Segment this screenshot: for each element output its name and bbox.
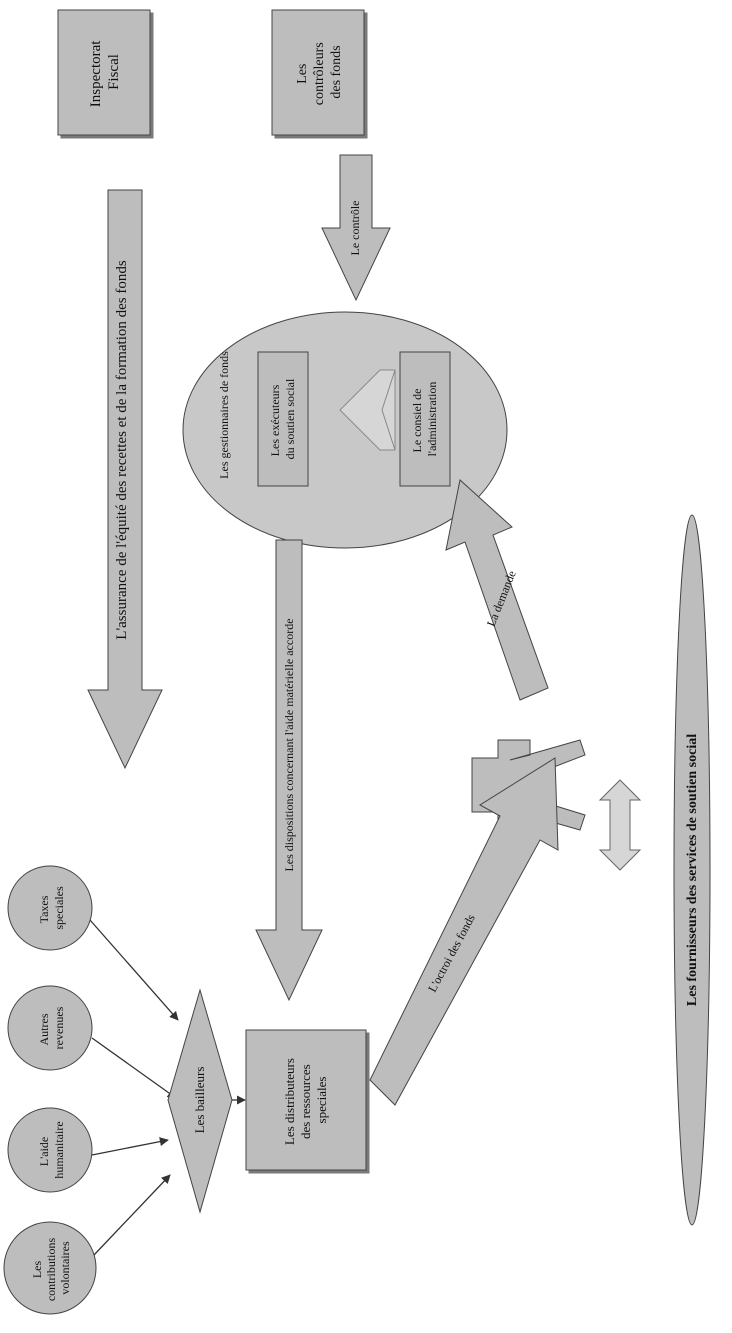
chevron-arrow <box>339 369 396 451</box>
distributeurs-label-2: des ressources <box>298 1064 313 1139</box>
fournisseurs-ellipse <box>673 514 711 1226</box>
aide-label-2: humanitaire <box>52 1121 66 1178</box>
svg-text:Les contributions volo: Les contributions volontaires <box>30 1235 72 1301</box>
svg-text:Inspectorat Fiscal: Inspectorat Fiscal <box>88 37 122 107</box>
inspectorat-label-1: Inspectorat <box>88 40 104 107</box>
taxes-label-1: Taxes <box>37 895 51 923</box>
aide-circle <box>7 1107 93 1193</box>
distributeurs-box <box>245 1029 367 1171</box>
assurance-arrow <box>87 189 163 770</box>
controle-arrow <box>321 154 391 302</box>
svg-text:Autres revenues: Autres revenues <box>37 1006 66 1049</box>
distributeurs-label-3: speciales <box>314 1077 329 1124</box>
svg-text:L'aide humanitaire: L'aide humanitaire <box>37 1121 66 1178</box>
connector-autres <box>91 1037 177 1099</box>
controleurs-label-3: des fonds <box>329 45 344 98</box>
autres-label-2: revenues <box>52 1006 66 1049</box>
fournisseurs-label: Les fournisseurs des services de soutien… <box>685 734 700 1006</box>
connector-aide <box>91 1137 169 1156</box>
inspectorat-label-2: Fiscal <box>106 54 122 90</box>
demande-arrow <box>445 479 549 701</box>
inspectorat-box <box>57 9 151 136</box>
conseil-label-2: l'administration <box>425 382 439 457</box>
controleurs-label-2: contrôleurs <box>312 42 327 105</box>
taxes-label-2: speciales <box>52 886 66 930</box>
contributions-label-1: Les <box>30 1261 44 1279</box>
contributions-label-3: volontaires <box>58 1241 72 1295</box>
contributions-label-2: contributions <box>44 1238 58 1302</box>
assurance-arrow-label: L'assurance de l'équité des recettes et … <box>114 260 130 640</box>
dispositions-arrow <box>255 539 323 1002</box>
executeurs-label-2: du soutien social <box>283 378 297 459</box>
svg-text:Le consiel de l'administra: Le consiel de l'administration <box>410 382 439 457</box>
autres-label-1: Autres <box>37 1013 51 1045</box>
svg-text:Les contrôleurs des fo: Les contrôleurs des fonds <box>295 39 344 105</box>
aide-label-1: L'aide <box>37 1137 51 1166</box>
double-arrow <box>598 779 642 871</box>
controleurs-box <box>271 9 365 136</box>
taxes-circle <box>7 865 93 951</box>
connector-taxes <box>89 919 179 1021</box>
conseil-box <box>399 351 451 487</box>
autres-circle <box>7 985 93 1071</box>
controle-arrow-label: Le contrôle <box>348 201 362 256</box>
controleurs-label-1: Les <box>295 64 310 84</box>
distributeurs-label-1: Les distributeurs <box>282 1058 297 1145</box>
svg-text:Taxes speciales: Taxes speciales <box>37 886 66 930</box>
octroi-arrow <box>369 757 559 1106</box>
bailleurs-diamond <box>167 988 233 1214</box>
executeurs-box <box>257 351 309 487</box>
bailleurs-label: Les bailleurs <box>192 1067 207 1134</box>
svg-text:Les exécuteurs du soutien: Les exécuteurs du soutien social <box>268 378 297 459</box>
dispositions-arrow-label: Les dispositions concernant l'aide matér… <box>282 618 296 871</box>
gestionnaires-label: Les gestionnaires de fonds <box>217 351 231 479</box>
contributions-circle <box>3 1221 97 1315</box>
connector-contributions <box>93 1174 171 1256</box>
executeurs-label-1: Les exécuteurs <box>268 384 282 456</box>
conseil-label-1: Le consiel de <box>410 389 424 453</box>
svg-text:Les distributeurs des ress: Les distributeurs des ressources special… <box>282 1055 329 1145</box>
